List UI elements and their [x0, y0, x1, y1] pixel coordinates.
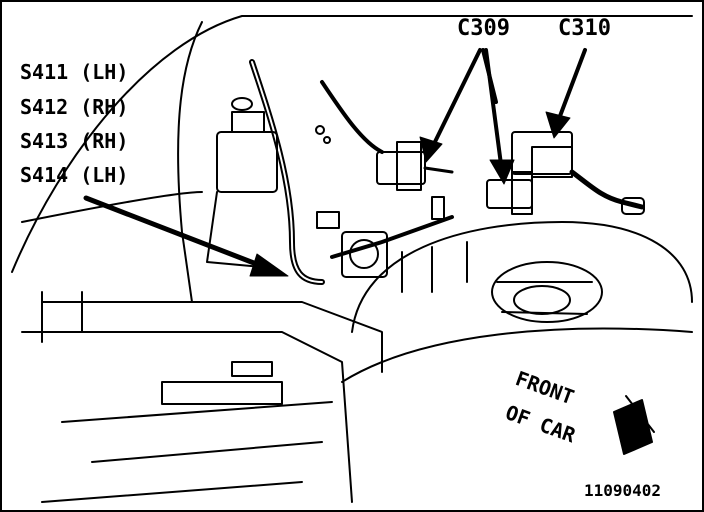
- label-c310: C310: [558, 16, 611, 41]
- relay-bracket: [206, 191, 263, 268]
- c310-connector-body: [511, 131, 573, 175]
- c309-pointer-arrow-lower: [484, 48, 515, 185]
- left-sub-panel: [41, 291, 83, 343]
- plug-stub: [431, 196, 445, 220]
- floor-tab: [231, 361, 273, 377]
- figure-number: 11090402: [584, 481, 662, 500]
- c309-lower-clip: [511, 171, 533, 215]
- front-direction-arrow-icon: [613, 395, 655, 455]
- firewall-edge: [41, 301, 383, 373]
- c309-lower-body: [486, 179, 533, 209]
- harness-branch: [320, 80, 384, 154]
- strut-tower: [351, 221, 693, 333]
- grommet: [231, 97, 253, 111]
- c310-terminal: [621, 197, 645, 215]
- c309-connector-plug: [396, 141, 422, 191]
- c310-lead: [569, 169, 645, 210]
- floor-lines: [41, 401, 333, 503]
- bolt-2: [323, 136, 331, 144]
- inner-fender: [21, 191, 203, 223]
- c309-pointer-arrow-upper: [419, 48, 482, 163]
- c309-lead: [423, 166, 454, 174]
- c310-pointer-arrow: [545, 48, 587, 139]
- harness-right: [330, 215, 454, 259]
- fender-outline: [11, 15, 693, 273]
- label-s413: S413 (RH): [20, 129, 129, 153]
- bolt-1: [315, 125, 325, 135]
- upper-panel: [177, 21, 203, 303]
- fender-lower: [341, 327, 693, 383]
- floor-bracket: [161, 381, 283, 405]
- splice-pointer-arrow: [83, 195, 289, 277]
- apron-ribs: [401, 241, 468, 293]
- strut-ribs: [496, 281, 593, 315]
- relay-cap: [231, 111, 265, 133]
- relay-module: [216, 131, 278, 193]
- center-connector: [341, 231, 388, 278]
- c309-connector-body: [376, 151, 426, 185]
- label-c309: C309: [457, 16, 510, 41]
- strut-mount-inner: [513, 285, 571, 315]
- label-s412: S412 (RH): [20, 95, 129, 119]
- c309-pointer-arrow-mid: [481, 48, 498, 104]
- c310-connector-plug: [531, 146, 573, 178]
- lower-sill: [21, 331, 353, 503]
- center-connector-ring: [349, 239, 379, 269]
- label-s411: S411 (LH): [20, 60, 129, 84]
- label-s414: S414 (LH): [20, 163, 129, 187]
- strut-mount-outer: [491, 261, 603, 323]
- small-clip: [316, 211, 340, 229]
- wire-harness-inner: [251, 61, 323, 283]
